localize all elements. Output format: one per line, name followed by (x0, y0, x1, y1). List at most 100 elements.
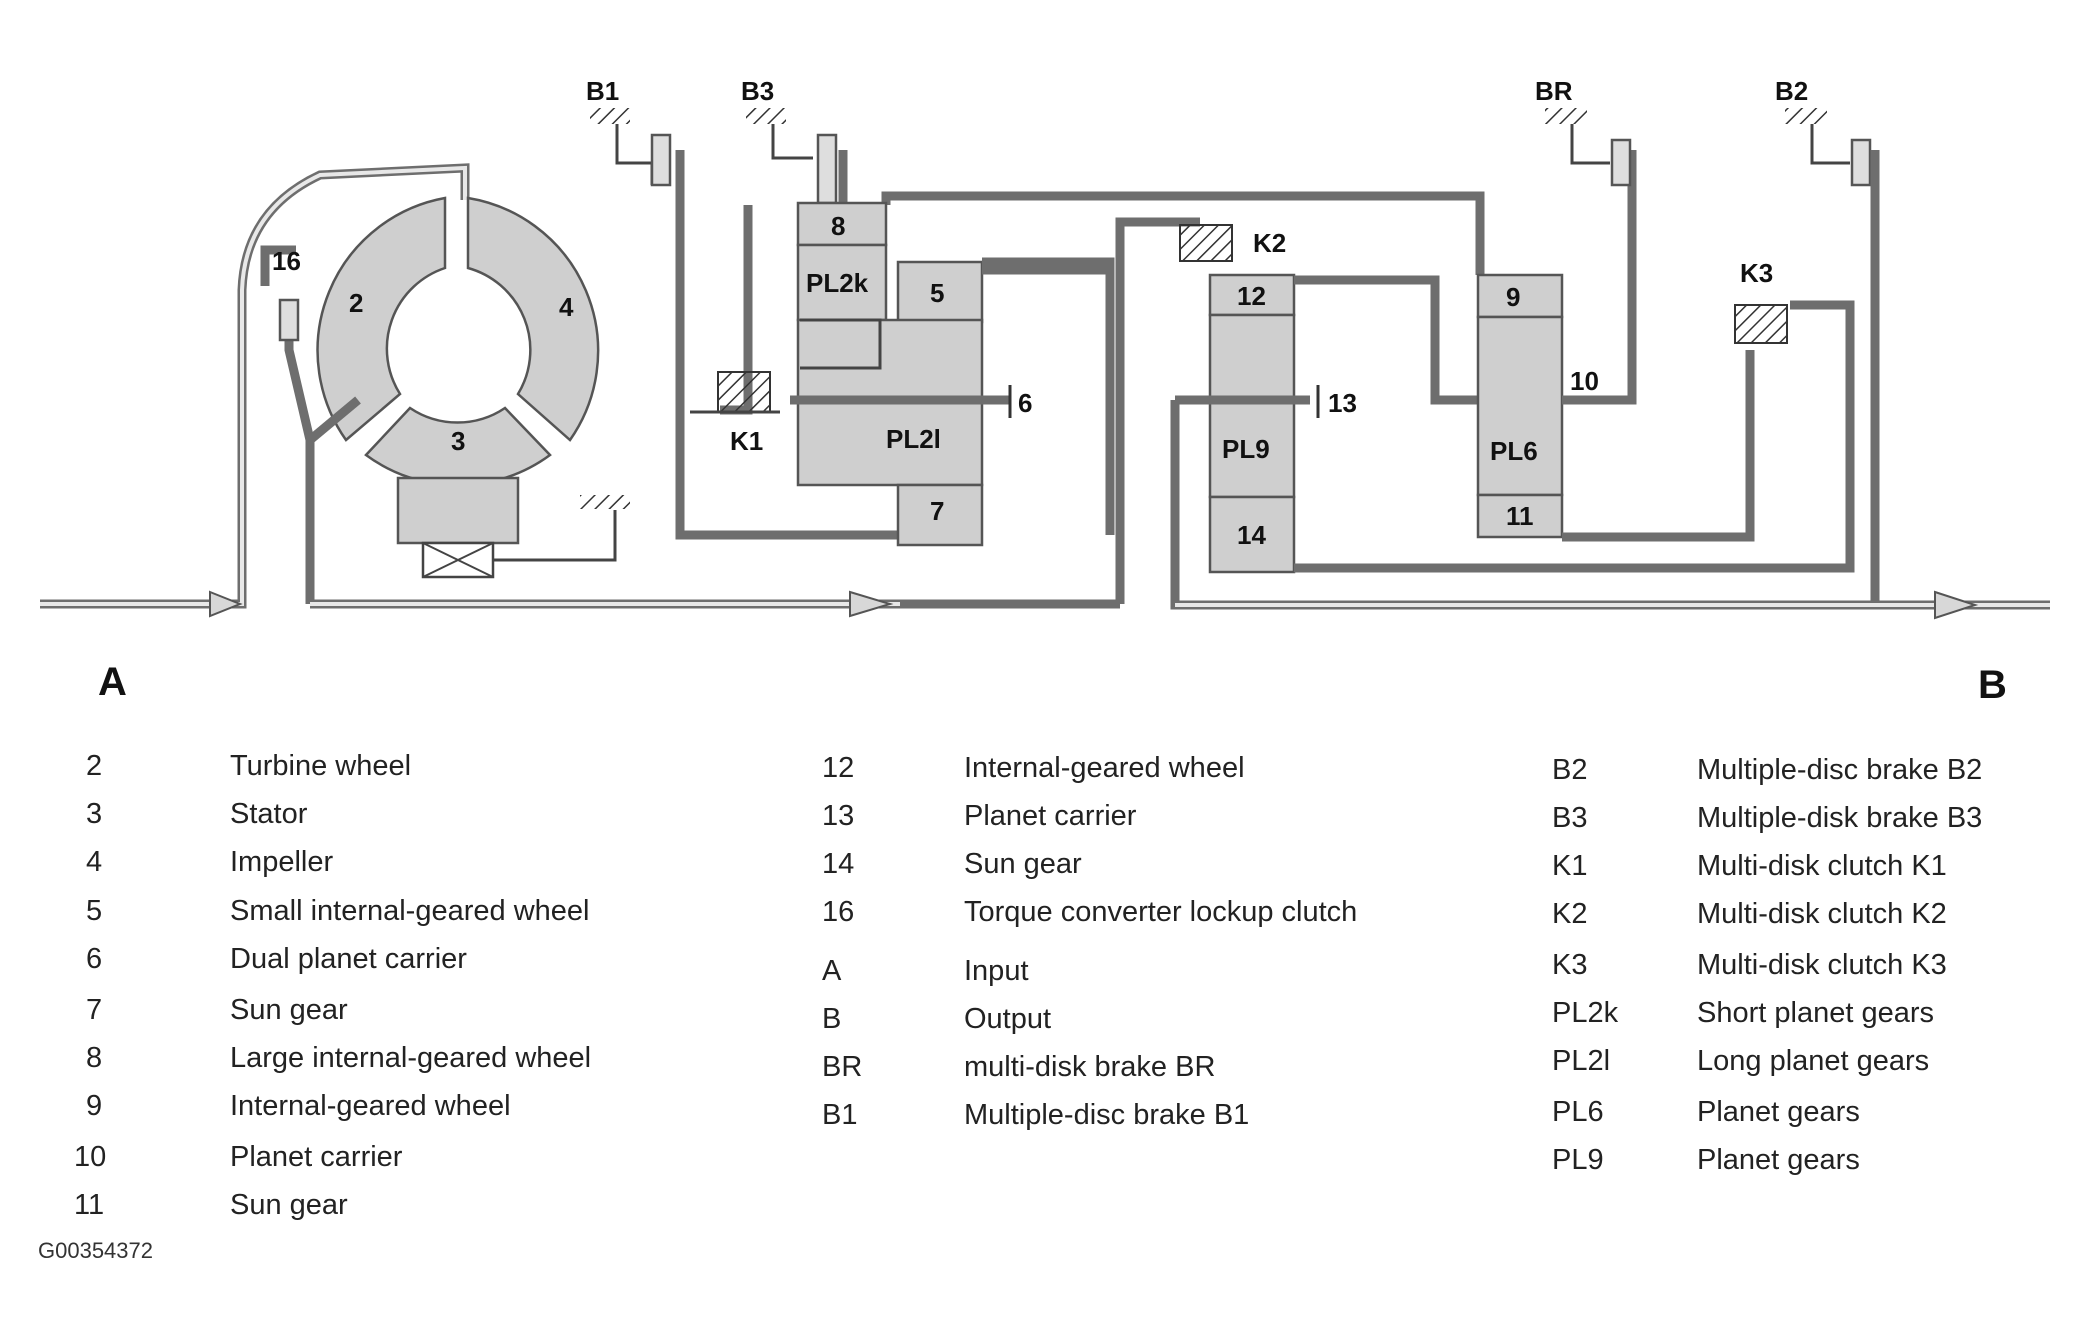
legend-desc: Output (964, 1003, 1052, 1035)
clutch-k2: K2 (1179, 224, 1286, 262)
ravigneaux-set: 8 PL2k 5 6 PL2l 7 (720, 191, 1485, 547)
legend-key: 11 (74, 1189, 105, 1221)
label-br: BR (1535, 76, 1573, 106)
intermediate-shaft (310, 217, 1200, 618)
torque-converter: 2 4 3 (316, 196, 630, 579)
legend-desc: Small internal-geared wheel (230, 895, 590, 927)
label-b1: B1 (586, 76, 619, 106)
gear-14 (1208, 495, 1296, 574)
legend-key: 6 (86, 943, 103, 975)
legend-desc: Multiple-disc brake B2 (1697, 754, 1983, 786)
legend-desc: Multi-disk clutch K1 (1697, 850, 1947, 882)
legend-key: 9 (86, 1090, 103, 1122)
legend-key: 14 (822, 848, 855, 880)
legend-key: K3 (1552, 949, 1588, 981)
legend-desc: Sun gear (964, 848, 1082, 880)
planetary-set-pl6: 9 10 PL6 11 (1476, 150, 1755, 542)
legend-key: 10 (74, 1141, 107, 1173)
legend-key: BR (822, 1051, 863, 1083)
legend-key: 13 (822, 800, 855, 832)
label-3: 3 (451, 426, 465, 456)
label-pl2l: PL2l (886, 424, 941, 454)
label-k2: K2 (1253, 228, 1286, 258)
label-b3: B3 (741, 76, 774, 106)
label-9: 9 (1506, 282, 1520, 312)
label-pl6: PL6 (1490, 436, 1538, 466)
gear-pl9 (1208, 313, 1296, 499)
legend-desc: Short planet gears (1697, 997, 1934, 1029)
label-10: 10 (1570, 366, 1599, 396)
legend-desc: Multiple-disk brake B3 (1697, 802, 1983, 834)
legend-key: A (822, 955, 842, 987)
legend-key: 4 (86, 846, 103, 878)
input-label-a: A (98, 660, 127, 700)
gear-8 (796, 201, 888, 247)
label-11: 11 (1506, 501, 1534, 531)
label-b2: B2 (1775, 76, 1808, 106)
legend-key: 16 (822, 896, 855, 928)
legend-desc: Planet carrier (230, 1141, 403, 1173)
output-label-b: B (1978, 663, 2007, 700)
legend-desc: Torque converter lockup clutch (964, 896, 1358, 928)
legend-desc: Dual planet carrier (230, 943, 467, 975)
brake-b3: B3 (741, 76, 848, 205)
gear-pl6 (1476, 315, 1564, 497)
clutch-k1: K1 (690, 371, 780, 456)
label-14: 14 (1237, 520, 1266, 550)
legend-desc: multi-disk brake BR (964, 1051, 1216, 1083)
clutch-k3: K3 (1734, 258, 1788, 344)
legend-desc: Large internal-geared wheel (230, 1042, 592, 1074)
legend-desc: Planet gears (1697, 1144, 1860, 1176)
legend-key: B2 (1552, 754, 1588, 786)
label-k1: K1 (730, 426, 763, 456)
legend-key: B (822, 1003, 842, 1035)
label-pl9: PL9 (1222, 434, 1270, 464)
gear-pl2k (796, 243, 888, 322)
transmission-schematic: 2 4 3 16 B1 B3 (40, 76, 2050, 700)
legend-desc: Input (964, 955, 1029, 987)
lockup-clutch-16: 16 (260, 245, 361, 604)
figure-id: G00354372 (38, 1238, 153, 1263)
label-13: 13 (1328, 388, 1357, 418)
label-pl2k: PL2k (806, 268, 869, 298)
legend-key: K1 (1552, 850, 1588, 882)
legend-key: PL2k (1552, 997, 1619, 1029)
legend-desc: Stator (230, 798, 308, 830)
turbine-wheel-2 (316, 196, 447, 442)
legend-key: PL9 (1552, 1144, 1604, 1176)
label-16: 16 (272, 246, 301, 276)
legend-desc: Sun gear (230, 1189, 348, 1221)
label-8: 8 (831, 211, 845, 241)
input-shaft (40, 163, 470, 618)
legend-key: 5 (86, 895, 103, 927)
label-6: 6 (1018, 388, 1032, 418)
legend-key: B3 (1552, 802, 1588, 834)
legend-desc: Planet carrier (964, 800, 1137, 832)
legend-key: 8 (86, 1042, 103, 1074)
legend-desc: Internal-geared wheel (230, 1090, 511, 1122)
label-12: 12 (1237, 281, 1266, 311)
label-7: 7 (930, 496, 944, 526)
legend-desc: Sun gear (230, 994, 348, 1026)
legend-key: B1 (822, 1099, 858, 1131)
legend-key: 2 (86, 750, 103, 782)
legend-desc: Multi-disk clutch K3 (1697, 949, 1947, 981)
stator-hub (396, 476, 520, 545)
legend-key: PL2l (1552, 1045, 1611, 1077)
gear-12 (1208, 273, 1296, 317)
legend-desc: Turbine wheel (230, 750, 412, 782)
output-shaft (1175, 590, 2050, 620)
planetary-set-pl9: 12 13 PL9 14 (1170, 273, 1950, 610)
legend-key: 12 (822, 752, 855, 784)
legend-desc: Internal-geared wheel (964, 752, 1245, 784)
gear-11 (1476, 493, 1564, 539)
label-k3: K3 (1740, 258, 1773, 288)
legend-key: 7 (86, 994, 103, 1026)
label-5: 5 (930, 278, 944, 308)
label-2: 2 (349, 288, 363, 318)
brake-b1: B1 (586, 76, 900, 540)
legend-key: 3 (86, 798, 103, 830)
legend-desc: Multiple-disc brake B1 (964, 1099, 1250, 1131)
brake-br: BR (1535, 76, 1632, 187)
legend-key: PL6 (1552, 1096, 1604, 1128)
